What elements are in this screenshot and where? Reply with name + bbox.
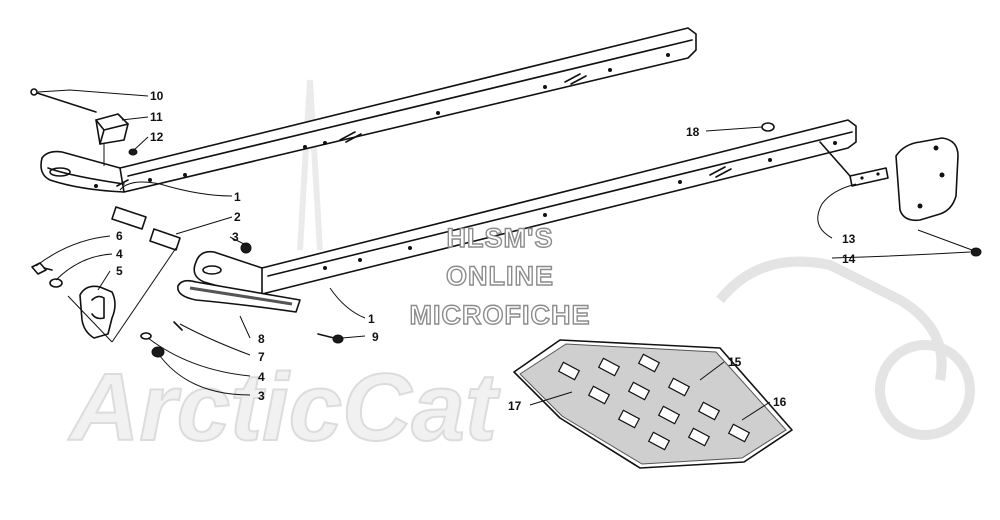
plug-18 — [761, 122, 775, 132]
watermark-line-2: ONLINE — [446, 261, 554, 291]
callout-4b: 4 — [258, 370, 265, 384]
callout-18: 18 — [686, 125, 700, 139]
callout-16: 16 — [773, 395, 787, 409]
bracket-13 — [819, 137, 959, 222]
spacer-tubes — [111, 206, 181, 251]
callout-3b: 3 — [258, 389, 265, 403]
washer-4a — [49, 278, 63, 288]
nut-3a — [240, 242, 252, 254]
callout-15: 15 — [728, 355, 742, 369]
slide-rail-upper — [40, 27, 697, 193]
callout-9: 9 — [372, 330, 379, 344]
spire-watermark-icon — [297, 79, 323, 251]
callout-11: 11 — [150, 110, 163, 124]
bolt-10 — [30, 88, 97, 113]
wheel-watermark-icon — [875, 340, 975, 440]
watermark-line-1: HLSM'S — [447, 223, 554, 253]
bolt-14 — [970, 247, 982, 257]
leader-lines — [35, 89, 973, 421]
nut-3b — [151, 346, 165, 358]
washer-4b — [140, 332, 152, 340]
callout-14: 14 — [842, 252, 856, 266]
callout-12: 12 — [150, 130, 164, 144]
callout-10: 10 — [150, 89, 164, 103]
bolt-9 — [317, 333, 344, 344]
callout-2: 2 — [234, 210, 241, 224]
callout-3a: 3 — [232, 230, 239, 244]
callout-5: 5 — [116, 264, 123, 278]
background-watermark: ArcticCat — [67, 79, 975, 462]
callout-1b: 1 — [368, 312, 375, 326]
wear-strip — [177, 279, 301, 313]
watermark-line-3: MICROFICHE — [410, 300, 591, 330]
motorcycle-watermark-icon — [716, 256, 947, 381]
callout-8: 8 — [258, 332, 265, 346]
hlsm-watermark: HLSM'S ONLINE MICROFICHE — [409, 222, 591, 330]
callout-1a: 1 — [234, 190, 241, 204]
track-assembly — [513, 339, 793, 469]
callout-4a: 4 — [116, 247, 123, 261]
bumper-5 — [79, 285, 116, 339]
nut-12 — [128, 148, 138, 156]
callout-13: 13 — [842, 232, 856, 246]
callout-6: 6 — [116, 229, 123, 243]
callout-7: 7 — [258, 350, 265, 364]
screw-7 — [173, 321, 183, 331]
callout-17: 17 — [508, 399, 522, 413]
bolt-6 — [31, 262, 53, 275]
brand-watermark-text: ArcticCat — [68, 354, 501, 461]
callout-labels: 10 11 12 1 2 3 6 4 5 8 7 4 3 1 9 18 13 1… — [116, 89, 856, 413]
bracket-block — [95, 113, 129, 166]
